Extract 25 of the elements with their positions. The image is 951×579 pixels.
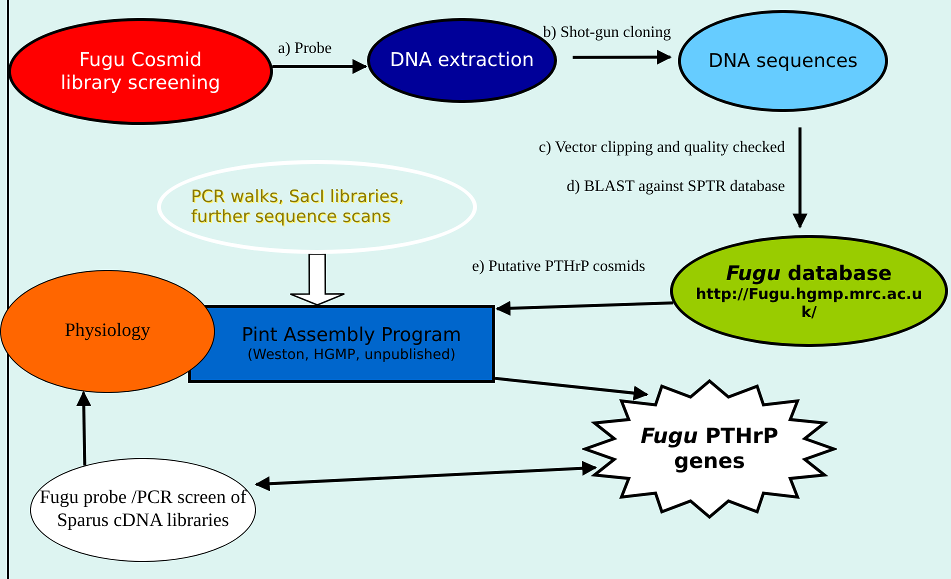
note-ellipse (157, 160, 477, 254)
arrow (76, 390, 92, 466)
hollow-arrow (290, 253, 346, 306)
arrow (254, 460, 598, 492)
node-label: PCR walks, SacI libraries, further sequence scans (191, 186, 405, 228)
arrow (572, 50, 672, 65)
arrow (496, 300, 674, 316)
node-label: DNA extraction (390, 49, 534, 72)
step-note: d) BLAST against SPTR database (564, 178, 787, 196)
node-sublabel: (Weston, HGMP, unpublished) (247, 347, 456, 364)
node-label: Fugu Cosmid library screening (60, 48, 222, 94)
node-sublabel: http://Fugu.hgmp.mrc.ac.uk/ (695, 285, 923, 321)
program-box (188, 305, 495, 383)
node-label: DNA sequences (708, 50, 858, 72)
node-label: Pint Assembly Program (242, 324, 462, 347)
edge-label: c) Vector clipping and quality checked (536, 139, 787, 157)
edge-label: e) Putative PTHrP cosmids (470, 258, 648, 276)
node-label: Physiology (64, 320, 150, 343)
edge-label: a) Probe (276, 40, 334, 58)
arrow (792, 127, 808, 229)
arrow (494, 376, 649, 401)
node-label: Fugu PTHrP genes (640, 424, 780, 474)
arrow (272, 59, 368, 74)
node-label: Fugu database (726, 261, 892, 285)
node-label: Fugu probe /PCR screen of Sparus cDNA libraries (38, 487, 248, 533)
